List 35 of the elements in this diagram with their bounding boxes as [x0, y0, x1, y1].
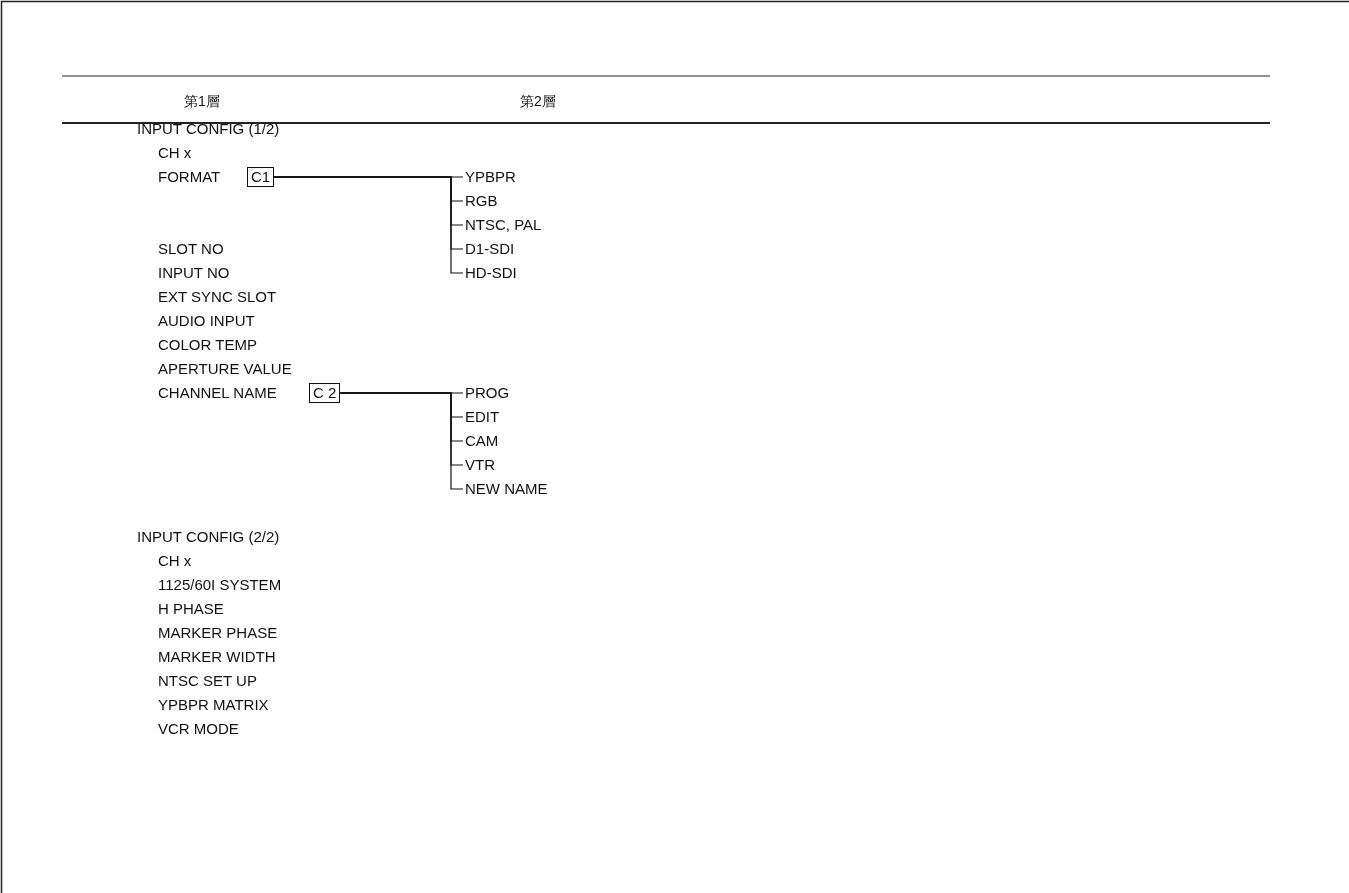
column-heading: 第1層: [184, 92, 220, 110]
option-item: D1-SDI: [465, 240, 515, 258]
tree-connector: [339, 392, 464, 490]
option-item: NTSC, PAL: [465, 216, 542, 234]
menu-item: CHANNEL NAME: [158, 384, 277, 402]
code-box: C1: [247, 167, 275, 187]
option-item: CAM: [465, 432, 499, 450]
tree-connector: [273, 176, 464, 274]
option-item: EDIT: [465, 408, 500, 426]
menu-item: SLOT NO: [158, 240, 224, 258]
menu-item: CH x: [158, 552, 192, 570]
menu-item: FORMAT: [158, 168, 221, 186]
option-item: HD-SDI: [465, 264, 517, 282]
menu-item: CH x: [158, 144, 192, 162]
menu-item: MARKER PHASE: [158, 624, 278, 642]
menu-item: H PHASE: [158, 600, 224, 618]
menu-item: 1125/60I SYSTEM: [158, 576, 282, 594]
code-box: C 2: [309, 383, 341, 403]
menu-item: MARKER WIDTH: [158, 648, 276, 666]
column-heading: 第2層: [520, 92, 556, 110]
option-item: NEW NAME: [465, 480, 548, 498]
option-item: RGB: [465, 192, 498, 210]
menu-item: INPUT CONFIG (2/2): [137, 528, 280, 546]
option-item: PROG: [465, 384, 510, 402]
option-item: VTR: [465, 456, 495, 474]
menu-item: INPUT CONFIG (1/2): [137, 120, 280, 138]
menu-item: APERTURE VALUE: [158, 360, 292, 378]
menu-item: EXT SYNC SLOT: [158, 288, 277, 306]
menu-item: NTSC SET UP: [158, 672, 257, 690]
menu-item: AUDIO INPUT: [158, 312, 255, 330]
menu-item: INPUT NO: [158, 264, 230, 282]
menu-item: VCR MODE: [158, 720, 239, 738]
option-item: YPBPR: [465, 168, 516, 186]
menu-item: COLOR TEMP: [158, 336, 257, 354]
menu-item: YPBPR MATRIX: [158, 696, 269, 714]
